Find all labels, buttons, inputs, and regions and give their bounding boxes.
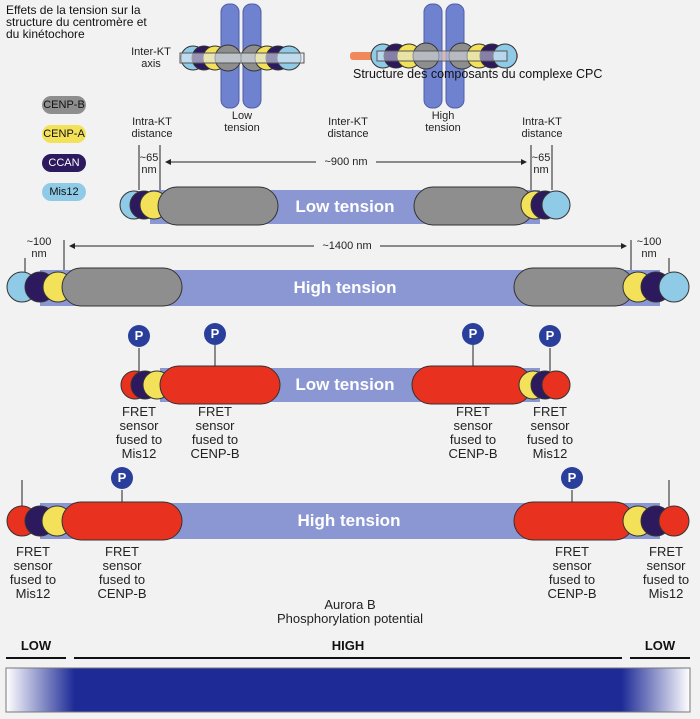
inter-kt-distance-label: Inter-KT distance	[327, 116, 369, 140]
region-low-left: LOW	[20, 638, 52, 653]
region-high: HIGH	[331, 638, 365, 653]
fret-mis12-label: FRET sensor fused to Mis12	[526, 404, 574, 461]
fret-cenp-b-label: FRET sensor fused to CENP-B	[190, 404, 240, 461]
fret-cenp-b-label: FRET sensor fused to CENP-B	[448, 404, 498, 461]
cenp-b-right	[413, 186, 535, 226]
fret-cenp-b-label: FRET sensor fused to CENP-B	[97, 544, 147, 601]
phospho-marker	[462, 323, 484, 345]
chromosome-high-tension	[350, 3, 518, 109]
low-tension-bar-label: Low tension	[295, 197, 395, 216]
high-tension-chromosome-label: High tension	[425, 110, 461, 134]
high-tension-fret-bar-label: High tension	[297, 511, 401, 530]
aurora-b-label: Aurora B	[324, 597, 376, 612]
low-tension-fret-model	[120, 323, 571, 405]
high-tension-bar-label: High tension	[293, 278, 397, 297]
inter-kt-axis-box	[179, 52, 305, 64]
legend-ccan: CCAN	[42, 154, 86, 172]
fret-mis12-label: FRET sensor fused to Mis12	[642, 544, 690, 601]
cenp-b-left	[157, 186, 279, 226]
phospho-marker	[539, 325, 561, 347]
low-tension-fret-bar-label: Low tension	[295, 375, 395, 394]
region-low-right: LOW	[644, 638, 676, 653]
inter-kt-axis-label: Inter-KT axis	[131, 46, 171, 70]
legend-cenp-a: CENP-A	[42, 125, 86, 143]
distance-100nm-right: ~100 nm	[636, 236, 662, 260]
fret-mis12-label: FRET sensor fused to Mis12	[9, 544, 57, 601]
distance-900nm: ~900 nm	[316, 156, 376, 168]
phospho-marker	[204, 323, 226, 345]
phospho-marker	[128, 325, 150, 347]
phospho-label: P	[210, 326, 220, 341]
distance-65nm-left: ~65 nm	[139, 152, 159, 176]
distance-65nm-right: ~65 nm	[531, 152, 551, 176]
fret-cenp-b-label: FRET sensor fused to CENP-B	[547, 544, 597, 601]
phospho-label: P	[567, 470, 577, 485]
phospho-label: P	[134, 328, 144, 343]
intra-kt-distance-label-right: Intra-KT distance	[521, 116, 563, 140]
intra-kt-distance-label-left: Intra-KT distance	[131, 116, 173, 140]
phosphorylation-gradient-bar	[5, 667, 691, 713]
low-tension-chromosome-label: Low tension	[224, 110, 260, 134]
chromosome-low-tension	[179, 3, 305, 109]
high-tension-fret-model	[6, 467, 690, 541]
phospho-label: P	[117, 470, 127, 485]
low-tension-model	[119, 145, 571, 226]
legend-mis12: Mis12	[42, 183, 86, 201]
distance-1400nm: ~1400 nm	[314, 240, 380, 252]
cpc-structure-label: Structure des composants du complexe CPC	[353, 67, 603, 81]
phospho-marker	[561, 467, 583, 489]
aurora-scale	[5, 657, 691, 713]
figure-title: Effets de la tension sur la structure du…	[6, 3, 147, 41]
distance-100nm-left: ~100 nm	[26, 236, 52, 260]
phospho-marker	[111, 467, 133, 489]
phosphorylation-potential-label: Phosphorylation potential	[277, 611, 423, 626]
legend-cenp-b: CENP-B	[42, 96, 86, 114]
phospho-label: P	[545, 328, 555, 343]
fret-mis12-label: FRET sensor fused to Mis12	[115, 404, 163, 461]
phospho-label: P	[468, 326, 478, 341]
high-tension-model	[6, 240, 690, 307]
